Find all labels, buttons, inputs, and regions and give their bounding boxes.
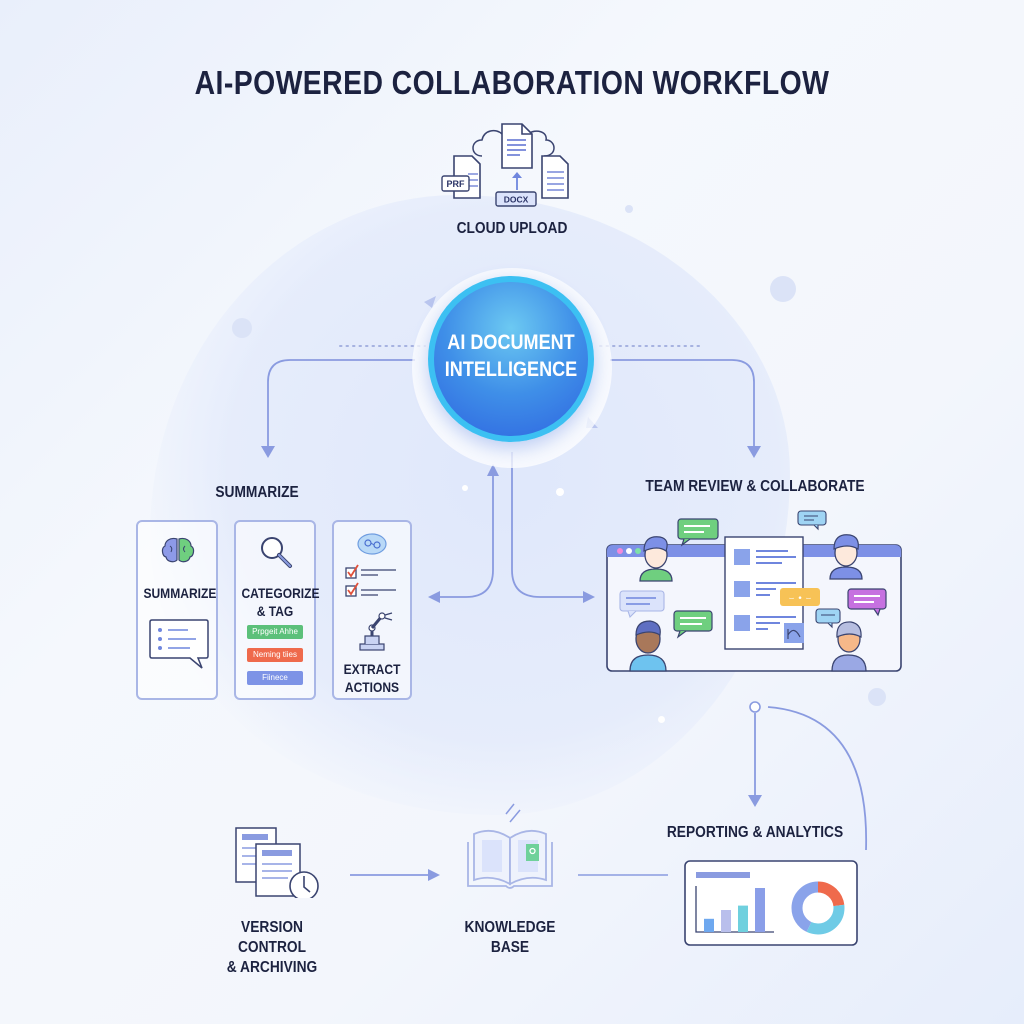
donut-segment [791, 881, 845, 935]
panel-label: CATEGORIZE [241, 585, 320, 601]
window-dot [626, 548, 632, 554]
hub-title-line2: INTELLIGENCE [444, 358, 578, 381]
arrow-to-summarize [267, 359, 415, 446]
chat-bubble-icon [847, 588, 887, 617]
team-member-avatar [829, 534, 863, 580]
svg-text:⌣ • ⌣: ⌣ • ⌣ [789, 594, 812, 604]
window-dot [635, 548, 641, 554]
robot-arm-icon [359, 612, 393, 651]
analytics-dashboard[interactable] [684, 860, 858, 946]
dashboard-title-bar [696, 872, 750, 878]
arrowhead-down [261, 446, 275, 458]
decor-dot [556, 488, 564, 496]
cloud-upload-icon: PRF DOCX [441, 123, 569, 207]
brain-icon [161, 537, 195, 563]
pdf-badge [441, 175, 470, 192]
chat-bubble-icon [677, 518, 719, 547]
reaction-badge [780, 588, 820, 606]
svg-text:PRF: PRF [447, 179, 466, 189]
chart-bar [704, 918, 714, 932]
knowledge-base-label: KNOWLEDGE BASE [464, 919, 556, 956]
knowledge-base-book-icon [467, 803, 553, 889]
chat-bubble-icon [673, 610, 713, 639]
user-avatar-icon [734, 615, 750, 631]
docx-badge [495, 191, 537, 207]
version-control-label: VERSION CONTROL & ARCHIVING [226, 919, 318, 976]
decor-dot [658, 716, 665, 723]
arrowhead-up [487, 464, 499, 476]
version-control-icon [235, 827, 319, 898]
arrow-to-team-panel [511, 452, 585, 598]
panel-label: & TAG [256, 603, 294, 619]
arrowhead-down [748, 795, 762, 807]
arrowhead-left [428, 591, 440, 603]
connector-node [749, 701, 761, 713]
document-icon [501, 123, 533, 169]
decor-dot [770, 276, 796, 302]
chart-bar [721, 910, 731, 932]
arrowhead-right [583, 591, 595, 603]
team-collaboration-illustration[interactable]: ⌣ • ⌣ [604, 505, 904, 677]
document-icon [541, 155, 569, 199]
decor-dot [462, 485, 468, 491]
arrow-to-panels [438, 474, 494, 598]
feedback-arc [767, 706, 867, 851]
panel-label: ACTIONS [344, 679, 400, 695]
page-title: AI-POWERED COLLABORATION WORKFLOW [194, 64, 830, 102]
bookmark-icon [526, 844, 539, 861]
decor-dot [625, 205, 633, 213]
chart-bar [755, 888, 765, 932]
chat-bubble-icon [619, 590, 665, 619]
speech-bubble-list-icon [149, 619, 209, 669]
arrow-to-team [610, 359, 755, 446]
user-avatar-icon [734, 581, 750, 597]
team-member-avatar [831, 621, 867, 672]
window-dot [617, 548, 623, 554]
ai-brain-icon [357, 533, 387, 555]
chart-bar [738, 905, 748, 932]
decor-dot [232, 318, 252, 338]
hub-title-line1: AI DOCUMENT [447, 331, 575, 354]
panel-categorize-tag[interactable]: CATEGORIZE & TAG Prpgeit Ahhe Neming tii… [234, 520, 320, 700]
team-review-heading: TEAM REVIEW & COLLABORATE [645, 478, 865, 495]
decor-dot [868, 688, 886, 706]
panel-summarize[interactable]: SUMMARIZE [136, 520, 218, 700]
magnifier-icon [261, 537, 292, 568]
donut-segment [791, 881, 845, 935]
cloud-upload-label: CLOUD UPLOAD [456, 220, 568, 237]
summarize-heading: SUMMARIZE [215, 484, 299, 501]
tag-finance[interactable]: Fiinece [247, 671, 303, 685]
ai-document-intelligence-hub[interactable]: AI DOCUMENT INTELLIGENCE [428, 276, 594, 442]
team-member-avatar [629, 620, 667, 672]
arrowhead-down [747, 446, 761, 458]
user-avatar-icon [734, 549, 750, 565]
tag-meeting[interactable]: Neming tiies [247, 648, 303, 662]
panel-extract-actions[interactable]: EXTRACT ACTIONS [332, 520, 412, 700]
chat-bubble-icon [797, 510, 827, 531]
svg-text:DOCX: DOCX [504, 195, 529, 205]
panel-label: SUMMARIZE [143, 585, 217, 601]
tag-project[interactable]: Prpgeit Ahhe [247, 625, 303, 639]
signature-icon [784, 623, 804, 643]
arrowhead-right [428, 869, 440, 881]
chat-bubble-icon [815, 608, 841, 629]
reporting-analytics-label: REPORTING & ANALYTICS [666, 824, 844, 841]
panel-label: EXTRACT [343, 661, 401, 677]
checklist-icon [345, 564, 396, 597]
team-member-avatar [639, 536, 673, 582]
